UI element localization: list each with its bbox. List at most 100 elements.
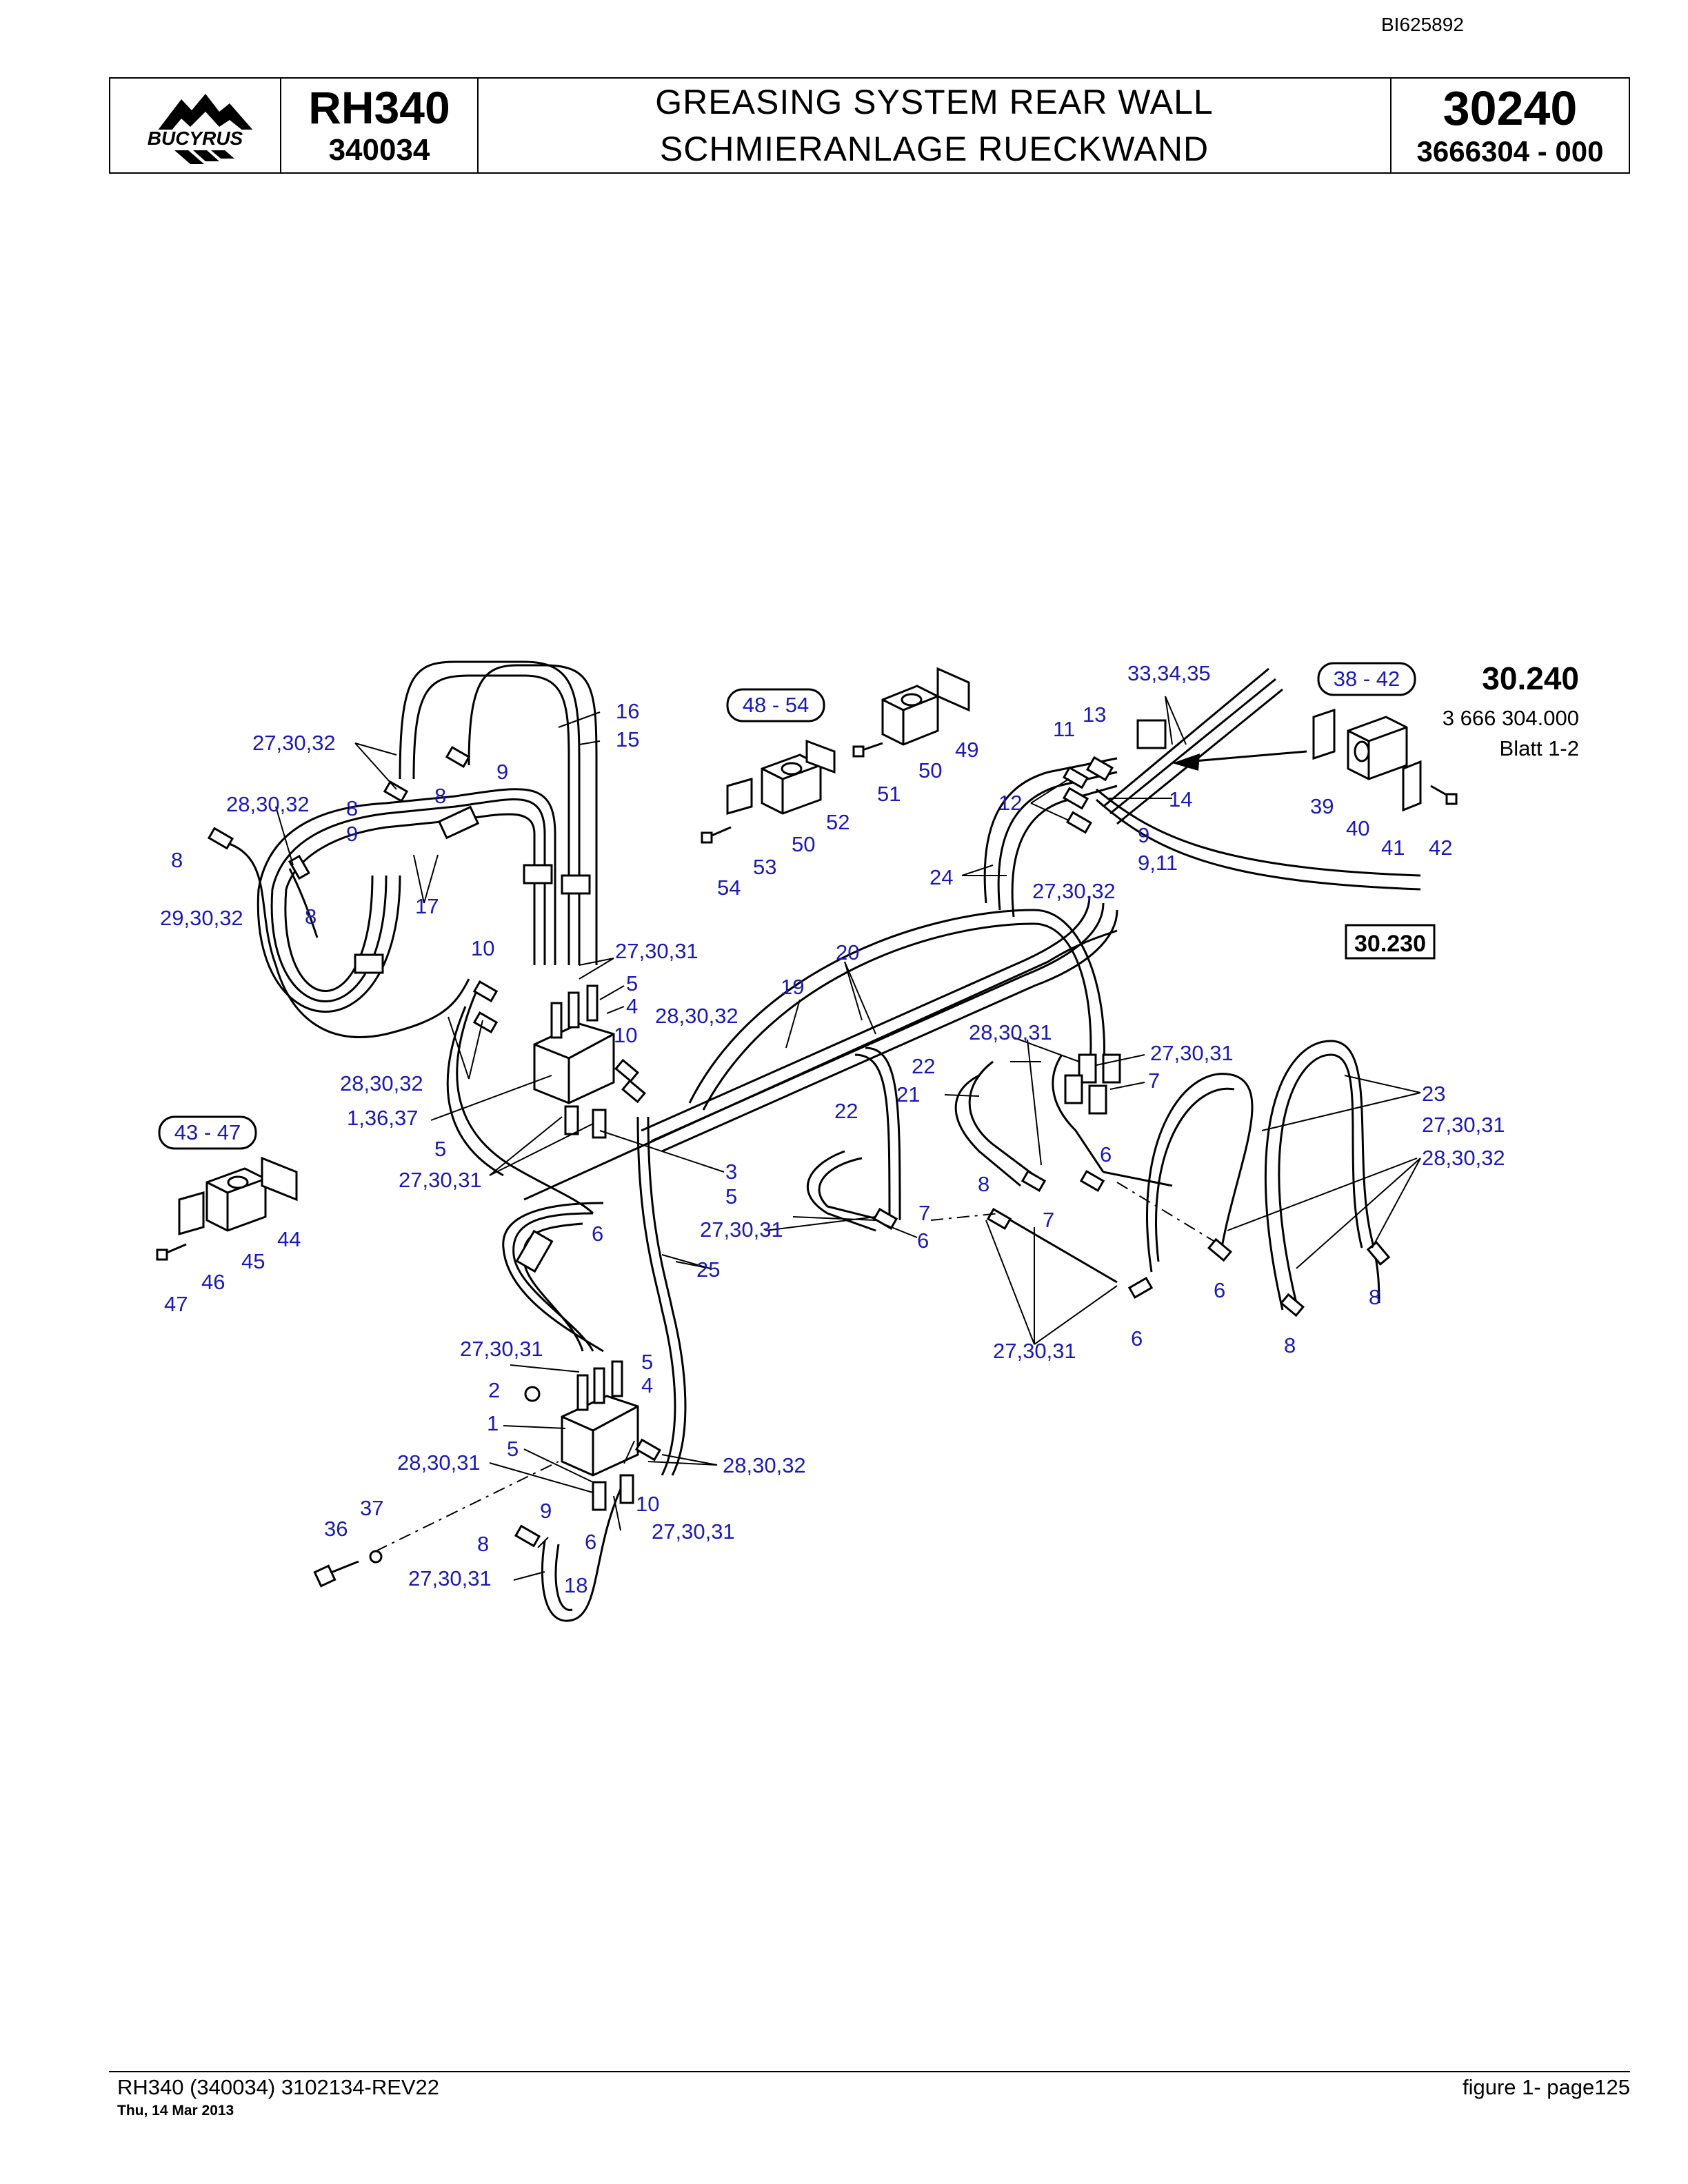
callout: 7 <box>1148 1069 1160 1093</box>
callout: 5 <box>626 971 638 995</box>
callout: 51 <box>877 782 901 806</box>
callout: 8 <box>477 1532 489 1556</box>
callout: 1 <box>487 1411 499 1435</box>
callout: 41 <box>1381 836 1405 860</box>
callout: 50 <box>918 758 942 782</box>
callout: 23 <box>1422 1082 1445 1106</box>
callout: 6 <box>1100 1142 1112 1166</box>
title-cell: GREASING SYSTEM REAR WALL SCHMIERANLAGE … <box>479 79 1391 172</box>
model-cell: RH340 340034 <box>281 79 479 172</box>
center-lines <box>375 1182 1214 1552</box>
callout: 3 <box>725 1160 737 1184</box>
callout: 9,11 <box>1138 851 1178 875</box>
clamp-inset-43-47 <box>156 1156 298 1261</box>
callout: 27,30,31 <box>993 1339 1076 1363</box>
callout: 7 <box>1043 1208 1054 1232</box>
callout: 42 <box>1429 836 1452 860</box>
assembly-ref: 30.240 <box>1482 660 1579 696</box>
callout: 13 <box>1083 702 1106 727</box>
callout: 10 <box>471 936 494 960</box>
callout: 24 <box>930 865 953 889</box>
callout: 22 <box>912 1054 935 1078</box>
footer-date: Thu, 14 Mar 2013 <box>117 2103 234 2119</box>
callout: 36 <box>324 1517 348 1541</box>
group-ref-38-42: 38 - 42 <box>1334 667 1400 691</box>
distributor-block-upper <box>533 1022 615 1104</box>
callout: 4 <box>626 994 638 1018</box>
footer-rule <box>109 2071 1630 2072</box>
callout: 37 <box>360 1496 383 1520</box>
group-ref-frame-38-42 <box>1317 662 1416 696</box>
group-ref-48-54: 48 - 54 <box>743 693 810 717</box>
callout: 9 <box>496 760 508 784</box>
callout: 28,30,32 <box>1422 1146 1505 1170</box>
callout: 5 <box>434 1137 446 1161</box>
callout: 5 <box>507 1437 519 1461</box>
callout: 12 <box>998 791 1022 815</box>
group-ref-labels: 48 - 54 38 - 42 43 - 47 <box>174 667 1400 1144</box>
callout: 9 <box>1138 823 1149 847</box>
callout: 27,30,31 <box>460 1337 543 1361</box>
callout: 49 <box>955 738 978 762</box>
callout: 27,30,31 <box>1150 1041 1234 1065</box>
group-ref-frame-48-54 <box>726 688 825 722</box>
title-german: SCHMIERANLAGE RUECKWAND <box>659 130 1209 168</box>
group-cell: 30240 3666304 - 000 <box>1391 79 1629 172</box>
callout: 7 <box>918 1201 930 1225</box>
callout: 6 <box>1131 1326 1143 1351</box>
callout: 5 <box>725 1184 737 1209</box>
callout: 21 <box>896 1082 920 1106</box>
title-block: BUCYRUS RH340 340034 GREASING SYSTEM REA… <box>109 77 1630 174</box>
callout: 33,34,35 <box>1127 661 1211 685</box>
callout: 8 <box>305 904 316 929</box>
clamp-inset-48-54 <box>701 667 970 844</box>
callout: 8 <box>346 796 358 820</box>
leader-lines <box>275 696 1421 1581</box>
callout: 27,30,31 <box>700 1217 783 1242</box>
callout: 1,36,37 <box>347 1106 418 1130</box>
callout: 28,30,32 <box>226 792 310 816</box>
callout: 27,30,31 <box>399 1168 482 1192</box>
callout: 18 <box>564 1573 587 1597</box>
assembly-sheet: Blatt 1-2 <box>1500 736 1579 760</box>
assembly-arrow <box>1172 750 1307 771</box>
serial-label: 340034 <box>328 133 430 167</box>
part-number: 3666304 - 000 <box>1416 135 1604 168</box>
callout: 27,30,31 <box>408 1566 492 1590</box>
bucyrus-logo: BUCYRUS <box>125 94 265 164</box>
callout: 4 <box>641 1373 653 1397</box>
document-id: BI625892 <box>1381 14 1464 35</box>
model-label: RH340 <box>308 82 450 133</box>
callout: 8 <box>978 1172 989 1196</box>
clamp-inset-38-42 <box>1312 708 1458 812</box>
callout: 9 <box>346 822 358 846</box>
callout: 27,30,31 <box>1422 1113 1505 1137</box>
logo-text: BUCYRUS <box>148 128 243 149</box>
callout: 16 <box>616 699 639 723</box>
footer-document: RH340 (340034) 3102134-REV22 <box>117 2075 440 2099</box>
callout: 53 <box>753 855 776 879</box>
callout: 46 <box>201 1270 225 1294</box>
callout: 52 <box>826 810 850 834</box>
group-ref-frames <box>158 662 1436 1150</box>
callout: 45 <box>241 1249 265 1273</box>
callout: 27,30,31 <box>615 939 699 963</box>
next-assembly-frame <box>1345 924 1436 960</box>
callout: 54 <box>717 876 741 900</box>
callout: 6 <box>592 1222 603 1246</box>
group-ref-43-47: 43 - 47 <box>174 1120 241 1144</box>
callout: 19 <box>781 975 804 999</box>
callout: 6 <box>1214 1278 1225 1302</box>
callout: 8 <box>171 848 183 872</box>
footer-page: figure 1- page125 <box>1462 2075 1630 2099</box>
callout: 17 <box>415 894 439 918</box>
callout: 28,30,32 <box>723 1453 806 1477</box>
group-ref-frame-43-47 <box>158 1115 257 1150</box>
callout: 28,30,31 <box>397 1450 481 1475</box>
assembly-reference: 30.240 3 666 304.000 Blatt 1-2 30.230 <box>1354 660 1579 957</box>
components <box>207 719 1391 1588</box>
callout: 29,30,32 <box>160 906 243 930</box>
callout: 2 <box>488 1378 500 1402</box>
callout: 9 <box>540 1499 552 1523</box>
